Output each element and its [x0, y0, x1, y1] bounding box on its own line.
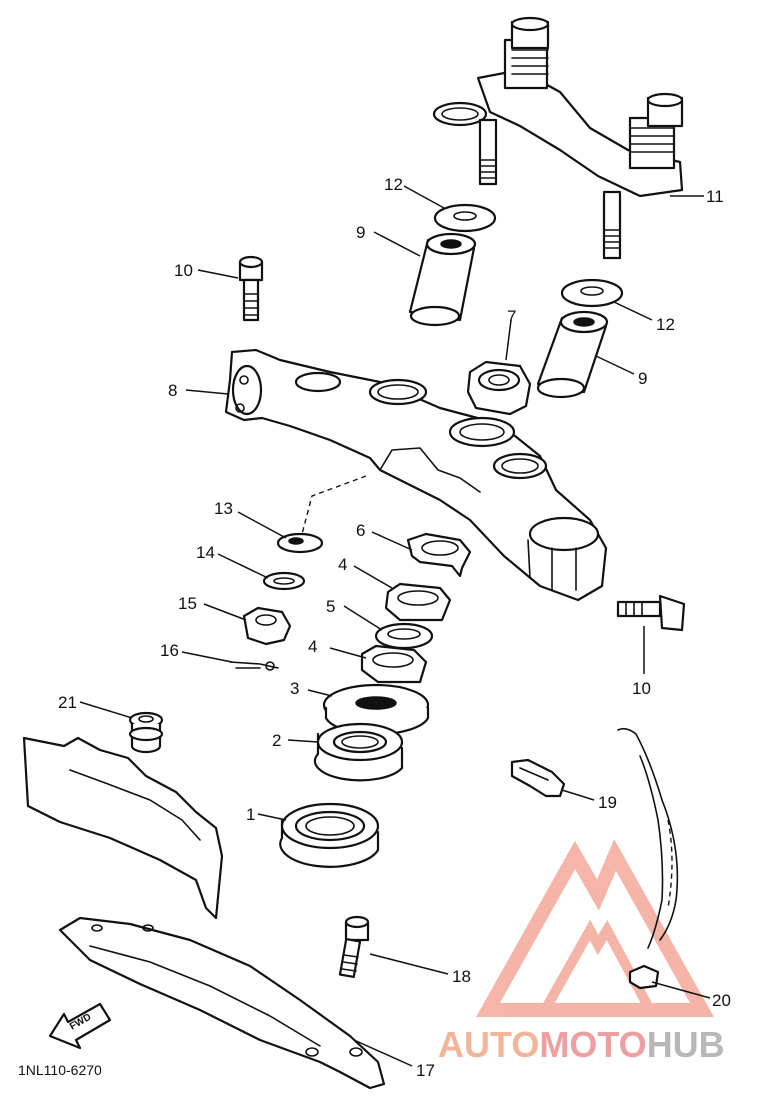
callout-15: 15: [178, 594, 197, 613]
figure-code: 1NL110-6270: [18, 1062, 102, 1078]
part-4-ring-nut-upper: [384, 582, 452, 622]
part-12-washer-upper: [433, 203, 497, 233]
svg-text:AUTOMOTOHUB: AUTOMOTOHUB: [438, 1024, 725, 1065]
leader-lines: [79, 185, 711, 1067]
callout-8: 8: [168, 381, 177, 400]
part-15-nut: [242, 606, 292, 646]
part-19-hose-clamp: [510, 758, 566, 798]
callout-11: 11: [706, 187, 724, 206]
callout-numbers: 11 12 9 10 12 9 7 8 13 14 15 16 6 4 5 4 …: [58, 175, 731, 1080]
callout-9: 9: [638, 369, 647, 388]
callout-4: 4: [308, 637, 317, 656]
callout-6: 6: [356, 521, 365, 540]
part-16-cotter-pin: [229, 661, 279, 671]
callout-3: 3: [290, 679, 299, 698]
part-14-lock-washer: [262, 571, 306, 591]
callout-13: 13: [214, 499, 233, 518]
watermark-text-auto: AUTO: [438, 1024, 539, 1065]
part-5-rubber-washer: [374, 622, 434, 650]
fwd-arrow-icon: FWD: [48, 1002, 112, 1050]
callout-12: 12: [384, 175, 403, 194]
part-8-under-bracket: [224, 348, 608, 602]
part-21-grommet: [128, 711, 164, 754]
callout-5: 5: [326, 597, 335, 616]
assembly-line: [301, 475, 367, 535]
part-20-nut: [628, 964, 660, 990]
part-9-damper-left: [408, 232, 477, 327]
callout-20: 20: [712, 991, 731, 1010]
callout-12: 12: [656, 315, 675, 334]
brake-hose: [617, 727, 679, 949]
watermark-text-hub: HUB: [647, 1024, 725, 1065]
watermark-text-moto: MOTO: [539, 1024, 646, 1065]
callout-2: 2: [272, 731, 281, 750]
part-4-ring-nut-lower: [360, 644, 428, 684]
part-10-bolt-right: [616, 594, 686, 632]
part-18-bolt: [338, 915, 370, 979]
watermark-logo: [476, 839, 714, 1017]
side-cover-panel: [22, 736, 224, 920]
callout-19: 19: [598, 793, 617, 812]
callout-21: 21: [58, 693, 77, 712]
callout-10: 10: [632, 679, 651, 698]
callout-18: 18: [452, 967, 471, 986]
callout-14: 14: [196, 543, 215, 562]
part-7-steering-nut: [466, 360, 532, 416]
part-1-bearing-lower: [279, 802, 380, 868]
part-9-damper-right: [536, 310, 609, 399]
part-6-lock-washer: [406, 532, 472, 578]
callout-9: 9: [356, 223, 365, 242]
part-13-washer: [276, 532, 324, 554]
part-17-front-cover: [58, 916, 386, 1090]
callout-10: 10: [174, 261, 193, 280]
part-12-washer-right: [560, 278, 624, 308]
part-10-bolt-upper: [238, 255, 264, 322]
callout-16: 16: [160, 641, 179, 660]
part-11-handlebar-holder: [432, 16, 684, 260]
callout-7: 7: [507, 307, 516, 326]
part-2-bearing-upper: [313, 722, 404, 782]
callout-17: 17: [416, 1061, 435, 1080]
callout-4: 4: [338, 555, 347, 574]
callout-1: 1: [246, 805, 255, 824]
